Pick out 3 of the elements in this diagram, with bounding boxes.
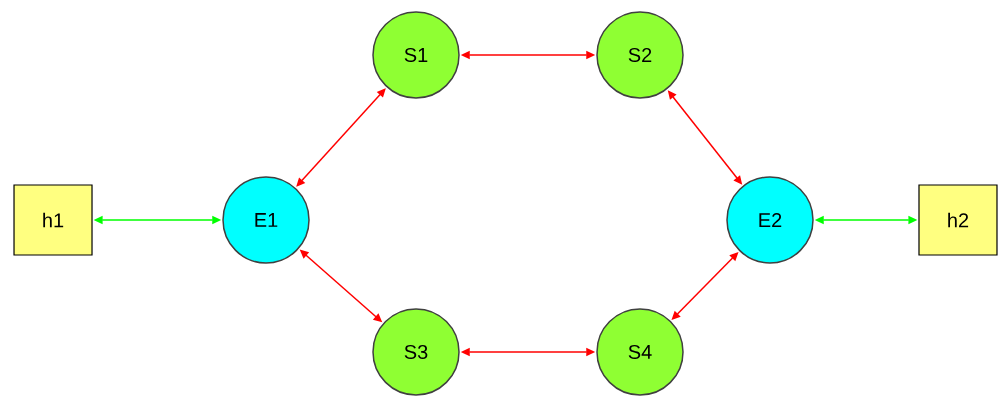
arrow	[296, 88, 386, 187]
host-box: h1	[13, 184, 93, 256]
host-box: h2	[918, 184, 998, 256]
